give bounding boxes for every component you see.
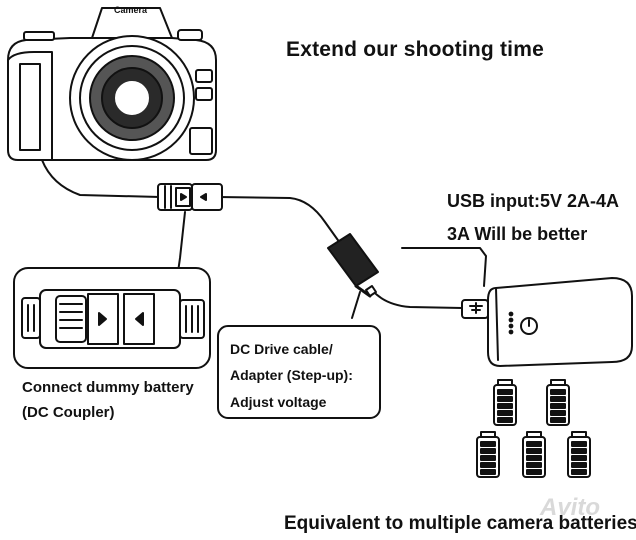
camera-brand-label: Camera	[114, 5, 148, 15]
dc-cable-callout	[217, 325, 381, 419]
battery-icon	[567, 431, 591, 478]
camera-icon	[7, 7, 217, 198]
page-title: Extend our shooting time	[286, 38, 544, 61]
dc-cable-label-line3: Adjust voltage	[230, 394, 327, 410]
battery-icon	[493, 379, 517, 426]
dc-cable-line	[217, 196, 346, 251]
usb-input-spec: USB input:5V 2A-4A	[447, 191, 620, 211]
battery-icon	[522, 431, 546, 478]
watermark-text: Avito	[540, 494, 600, 521]
connector-plug-icon	[157, 183, 223, 211]
battery-icon	[476, 431, 500, 478]
dc-cable-label-line1: DC Drive cable/	[230, 341, 333, 357]
batteries-group	[476, 379, 591, 478]
battery-icon	[546, 379, 570, 426]
step-up-module-icon	[327, 233, 379, 298]
dc-cable-label-line2: Adapter (Step-up):	[230, 367, 353, 383]
footer-caption: Equivalent to multiple camera batteries	[284, 513, 636, 534]
dummy-battery-sublabel: (DC Coupler)	[22, 404, 115, 421]
power-bank-icon	[461, 277, 633, 367]
dummy-battery-icon	[21, 289, 205, 349]
dummy-battery-label: Connect dummy battery	[22, 379, 194, 396]
usb-recommendation: 3A Will be better	[447, 224, 588, 244]
